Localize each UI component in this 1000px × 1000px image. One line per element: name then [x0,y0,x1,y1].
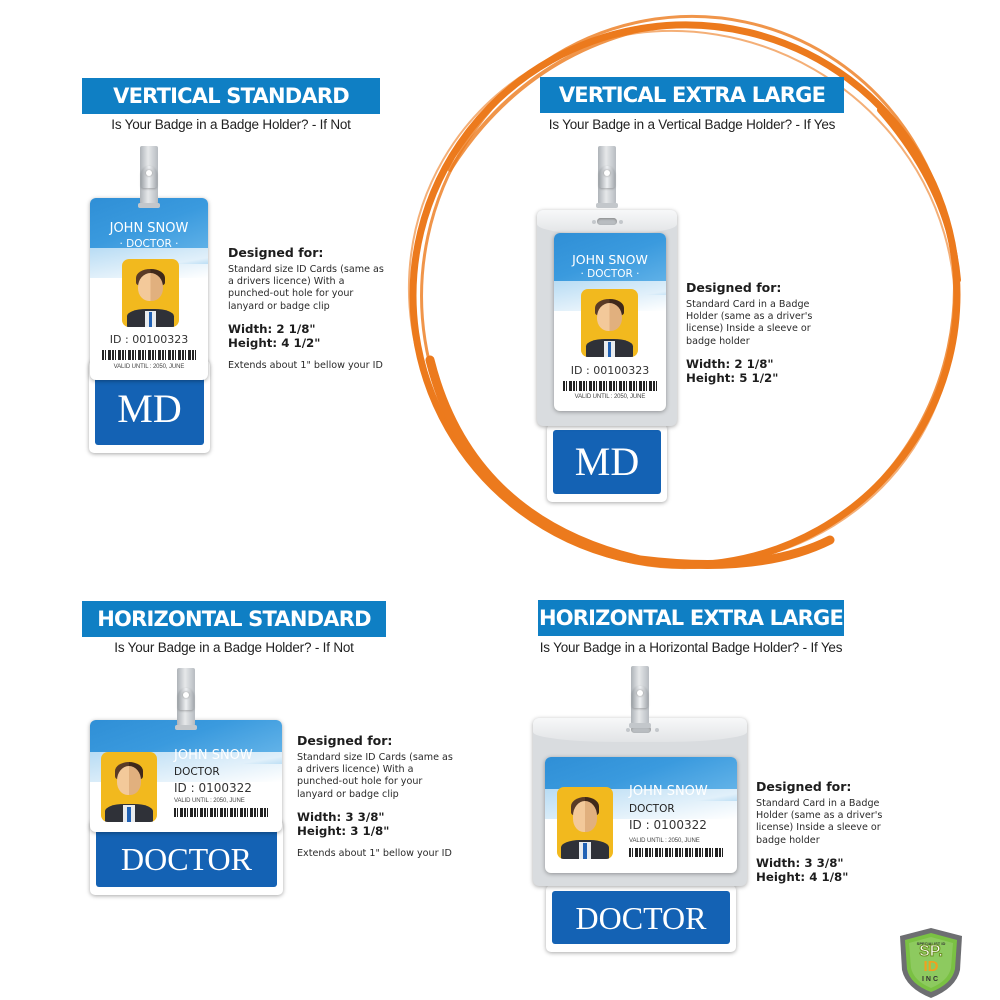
badge-tab: MD [547,424,667,502]
info-dimensions: Width: 2 1/8" Height: 4 1/2" [228,322,388,350]
card-valid: VALID UNTIL : 2050, JUNE [113,364,185,370]
barcode-icon [174,808,270,817]
avatar [122,259,179,327]
card-id: ID : 00100323 [570,364,650,377]
info-description: Standard size ID Cards (same as a driver… [297,752,453,800]
card-name: JOHN SNOW [109,221,189,236]
barcode-icon [629,848,725,857]
info-block: Designed for: Standard size ID Cards (sa… [297,733,457,860]
info-heading: Designed for: [686,280,782,295]
info-width: Width: 3 3/8" [756,855,844,870]
avatar [557,787,613,859]
info-height: Height: 4 1/8" [756,869,849,884]
id-card: JOHN SNOW · DOCTOR · ID : 00100323 VALID… [90,198,208,380]
card-id: ID : 00100323 [109,333,189,346]
card-name: JOHN SNOW [629,784,708,799]
avatar [581,289,638,357]
info-dimensions: Width: 2 1/8" Height: 5 1/2" [686,357,836,385]
tab-label: DOCTOR [552,891,730,944]
info-heading: Designed for: [756,779,852,794]
brand-logo: SPECIALIST ID SP. ID INC [896,926,966,1000]
info-extends: Extends about 1" bellow your ID [297,847,452,859]
info-description: Standard Card in a Badge Holder (same as… [756,798,883,846]
badge-clip-icon [175,668,197,730]
badge-tab: DOCTOR [546,885,736,952]
logo-line1: SP. [919,943,944,960]
info-height: Height: 4 1/2" [228,335,321,350]
id-card: JOHN SNOW DOCTOR ID : 0100322 VALID UNTI… [545,757,737,873]
card-id: ID : 0100322 [174,781,252,795]
logo-top-text: SPECIALIST ID [916,941,946,946]
logo-line2: ID [923,958,939,975]
info-width: Width: 3 3/8" [297,809,385,824]
avatar [101,752,157,822]
info-height: Height: 3 1/8" [297,823,390,838]
info-width: Width: 2 1/8" [686,356,774,371]
tab-label: DOCTOR [96,826,277,887]
id-card: JOHN SNOW DOCTOR ID : 0100322 VALID UNTI… [90,720,282,832]
id-card: JOHN SNOW · DOCTOR · ID : 00100323 VALID… [554,233,666,411]
info-description: Standard Card in a Badge Holder (same as… [686,299,813,347]
section-subtitle: Is Your Badge in a Badge Holder? - If No… [111,117,351,132]
info-height: Height: 5 1/2" [686,370,779,385]
card-role: DOCTOR [174,766,220,778]
info-heading: Designed for: [297,733,393,748]
barcode-icon [563,381,657,391]
section-subtitle: Is Your Badge in a Badge Holder? - If No… [114,640,354,655]
card-valid: VALID UNTIL : 2050, JUNE [629,838,700,844]
tab-label: MD [553,430,661,494]
card-role: · DOCTOR · [119,238,179,250]
card-name: JOHN SNOW [174,748,253,763]
info-width: Width: 2 1/8" [228,321,316,336]
section-title: HORIZONTAL EXTRA LARGE [538,600,844,636]
info-block: Designed for: Standard Card in a Badge H… [756,779,906,894]
logo-line3: INC [921,976,941,983]
card-valid: VALID UNTIL : 2050, JUNE [574,394,646,400]
section-title: VERTICAL STANDARD [82,78,380,114]
info-extends: Extends about 1" bellow your ID [228,359,383,371]
info-dimensions: Width: 3 3/8" Height: 4 1/8" [756,856,906,884]
badge-clip-icon [629,666,651,728]
card-valid: VALID UNTIL : 2050, JUNE [174,798,245,804]
info-dimensions: Width: 3 3/8" Height: 3 1/8" [297,810,457,838]
info-block: Designed for: Standard Card in a Badge H… [686,280,836,395]
section-subtitle: Is Your Badge in a Horizontal Badge Hold… [539,640,843,655]
section-title: VERTICAL EXTRA LARGE [540,77,844,113]
card-name: JOHN SNOW [572,252,648,267]
info-description: Standard size ID Cards (same as a driver… [228,264,384,312]
card-role: · DOCTOR · [580,268,640,280]
badge-clip-icon [596,146,618,208]
section-title: HORIZONTAL STANDARD [82,601,386,637]
info-heading: Designed for: [228,245,324,260]
info-block: Designed for: Standard size ID Cards (sa… [228,245,388,372]
badge-clip-icon [138,146,160,208]
card-id: ID : 0100322 [629,818,707,832]
badge-tab: DOCTOR [90,820,283,895]
card-role: DOCTOR [629,803,675,815]
barcode-icon [102,350,196,360]
shield-icon [900,928,962,998]
section-subtitle: Is Your Badge in a Vertical Badge Holder… [548,117,836,132]
